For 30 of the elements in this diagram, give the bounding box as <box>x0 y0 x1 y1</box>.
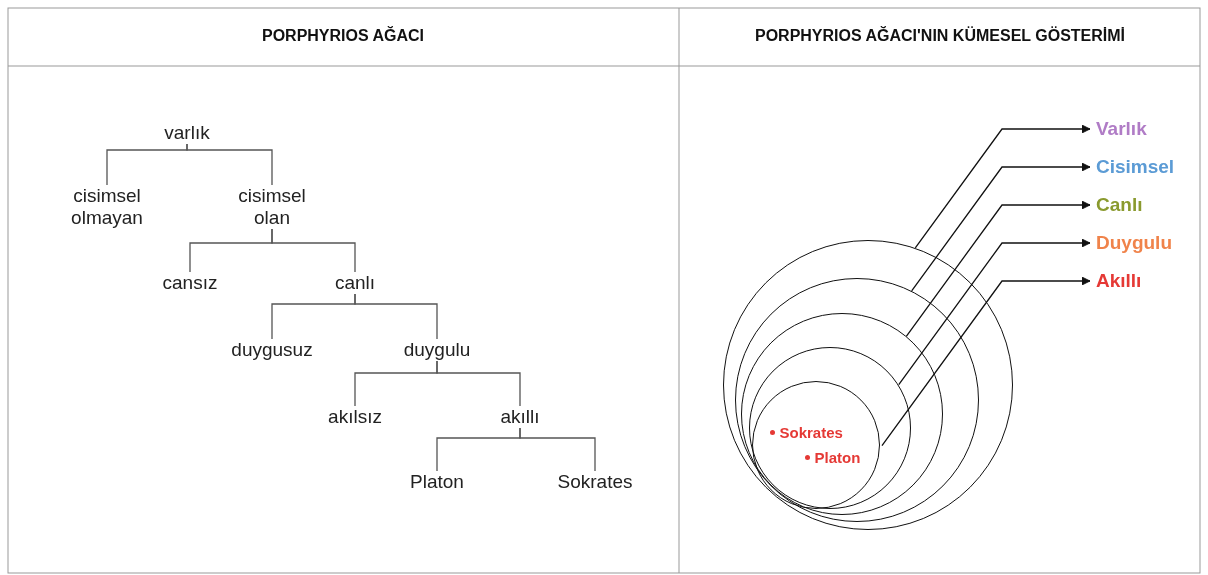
member-label: Sokrates <box>779 423 843 442</box>
term-label: cisimsel olmayan <box>71 185 143 229</box>
leader-arrow <box>881 276 1091 447</box>
term-label: akıllı <box>500 406 540 428</box>
term-label: duygusuz <box>231 339 313 361</box>
term-label: Platon <box>410 471 464 493</box>
leader-arrow <box>914 124 1091 249</box>
column-header: PORPHYRIOS AĞACI <box>261 27 425 45</box>
term-label: Sokrates <box>557 471 633 493</box>
set-label: Varlık <box>1090 118 1147 140</box>
set-label: Cisimsel <box>1090 156 1175 178</box>
tree-connector <box>186 143 273 186</box>
set-label: Akıllı <box>1090 270 1142 292</box>
term-label: canlı <box>334 272 376 294</box>
tree-connector <box>354 293 438 340</box>
term-label: duygulu <box>403 339 471 361</box>
term-label: akılsız <box>328 406 382 428</box>
leader-arrow <box>898 238 1091 386</box>
leader-arrow <box>905 200 1091 337</box>
set-label: Canlı <box>1090 194 1143 216</box>
tree-connector <box>519 427 596 472</box>
member-label: Platon <box>814 448 861 467</box>
term-label: varlık <box>164 122 210 144</box>
column-header: PORPHYRIOS AĞACI'NIN KÜMESEL GÖSTERİMİ <box>754 27 1126 45</box>
term-label: cisimsel olan <box>238 185 306 229</box>
set-label: Duygulu <box>1090 232 1172 254</box>
tree-connector <box>271 228 356 273</box>
term-label: cansız <box>162 272 218 294</box>
leader-arrow <box>911 162 1091 292</box>
tree-connector <box>436 360 521 407</box>
